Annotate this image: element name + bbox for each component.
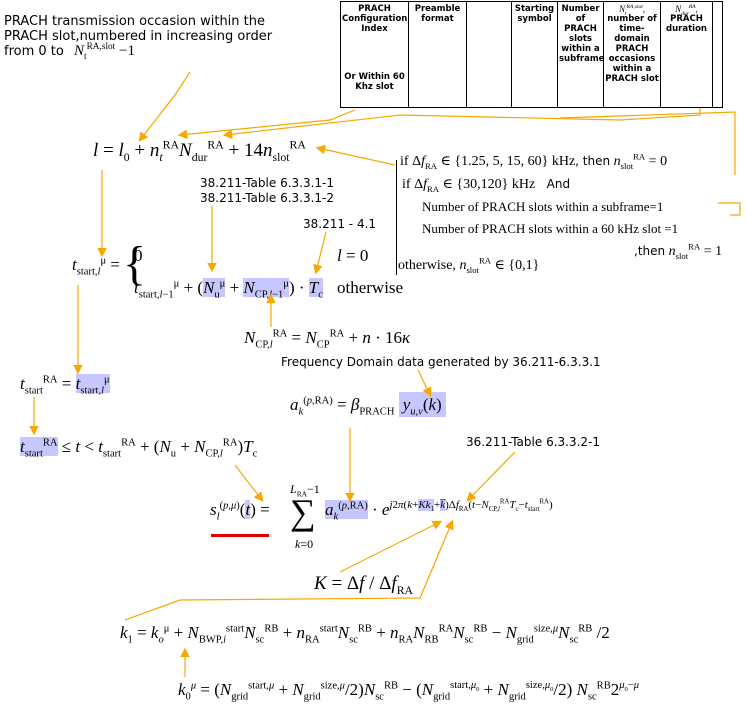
prach-config-table: PRACH Configuration Index Or Within 60 K… xyxy=(340,1,723,108)
slots-60k-condition: Number of PRACH slots within a 60 kHz sl… xyxy=(422,221,679,236)
piecewise-case-2: tstart,l−1μ + (Nuμ + NCP,l−1μ) · Tc xyxy=(134,278,323,301)
arrow-freq-to-y xyxy=(417,369,432,398)
arrow-table-to-nt xyxy=(177,109,356,140)
if-2: if xyxy=(402,177,411,192)
khz-1: kHz xyxy=(551,154,576,169)
sum-lower: k=0 xyxy=(295,537,314,551)
table-header-empty xyxy=(466,1,512,108)
duration-label: PRACH duration xyxy=(666,14,707,34)
occasions-label: number of time-domain PRACH occasions wi… xyxy=(605,14,659,84)
sum-symbol: ∑ xyxy=(290,492,316,532)
arrow-conditions-left xyxy=(315,144,396,166)
then-2: ,then xyxy=(634,244,666,258)
t-start-piecewise: tstart,lμ = xyxy=(72,255,120,278)
piecewise-cond-2: otherwise xyxy=(337,278,404,297)
ref-table-6332: 36.211-Table 6.3.3.2-1 xyxy=(466,435,601,449)
conditions-left-rule xyxy=(396,160,397,275)
table-header-starting-symbol: Starting symbol xyxy=(511,1,558,108)
note-line-1: PRACH transmission occasion within the xyxy=(4,14,265,29)
piecewise-brace: { xyxy=(123,237,147,290)
prach-occasion-note: PRACH transmission occasion within the P… xyxy=(4,14,273,62)
note-line-3: from 0 to xyxy=(4,44,64,59)
arrow-conditions-bracket xyxy=(718,202,741,216)
otherwise-label: otherwise, xyxy=(398,258,456,273)
signal-lhs: sl(p,μ)(t) = xyxy=(210,500,270,523)
k1-equation: k1 = koμ + NBWP,istartNscRB + nRAstartNs… xyxy=(120,623,610,646)
sum-upper: LRA−1 xyxy=(290,482,320,499)
t-start-ra-equation: tstartRA = tstart,lμ xyxy=(20,374,110,397)
arrow-ref41-to-tc xyxy=(313,231,327,275)
table-ref-1: 38.211-Table 6.3.3.1-1 xyxy=(200,176,335,190)
ak-equation: ak(p,RA) = βPRACH yu,v(k) xyxy=(290,392,446,417)
within-60khz-label: Or Within 60 Khz slot xyxy=(344,72,405,92)
symbol-index-equation: l = l0 + ntRANdurRA + 14nslotRA xyxy=(93,138,306,164)
arrow-conditions-to-nslot xyxy=(559,111,736,175)
time-window-equation: tstartRA ≤ t < tstartRA + (Nu + NCP,lRA)… xyxy=(20,437,258,460)
if-1: if xyxy=(400,154,409,169)
note-line-2: PRACH slot,numbered in increasing order xyxy=(4,29,273,44)
table-header-slots-subframe: Number of PRACH slots within a subframe xyxy=(557,1,604,108)
config-index-label: PRACH Configuration Index xyxy=(342,4,408,34)
piecewise-case-1: 0 xyxy=(134,246,143,265)
table-refs: 38.211-Table 6.3.3.1-1 38.211-Table 6.3.… xyxy=(200,176,334,206)
table-header-spacer xyxy=(712,1,723,108)
slot-conditions: if ΔfRA ∈ {1.25, 5, 15, 60} kHz, then ns… xyxy=(398,151,723,275)
table-header-duration: NdurRA, PRACH duration xyxy=(660,1,713,108)
table-header-config-index: PRACH Configuration Index Or Within 60 K… xyxy=(340,1,409,108)
k0-equation: k0μ = (Ngridstart,μ + Ngridsize,μ/2)NscR… xyxy=(178,680,640,703)
arrow-k1-to-k1 xyxy=(124,519,454,621)
signal-underline xyxy=(211,534,269,537)
slots-subframe-condition: Number of PRACH slots within a subframe=… xyxy=(422,199,664,214)
then-1: , then xyxy=(575,154,611,168)
arrow-ref-to-kbar xyxy=(466,451,516,502)
table-ref-2: 38.211-Table 6.3.3.1-2 xyxy=(200,191,335,205)
signal-rhs: ak(p,RA) · ej2π(k+Kk1+k̅)ΔfRA(t−NCP,lRAT… xyxy=(325,498,553,523)
k-equation: K = Δf / ΔfRA xyxy=(314,573,414,597)
and-label: And xyxy=(546,177,571,191)
piecewise-cond-1: l = 0 xyxy=(337,246,369,265)
khz-2: kHz xyxy=(511,177,536,192)
table-header-preamble-format: Preamble format xyxy=(408,1,467,108)
ncp-equation: NCP,lRA = NCPRA + n · 16κ xyxy=(244,328,411,351)
arrow-K-to-k xyxy=(339,520,443,573)
freq-domain-note: Frequency Domain data generated by 36.21… xyxy=(281,355,601,369)
arrow-window-to-t xyxy=(234,464,264,502)
table-header-occasions: NtRA,slot, number of time-domain PRACH o… xyxy=(603,1,661,108)
ref-4-1: 38.211 - 4.1 xyxy=(303,217,377,231)
arrow-note-to-nt xyxy=(138,71,191,142)
arrow-duration-to-ndur xyxy=(222,108,701,139)
